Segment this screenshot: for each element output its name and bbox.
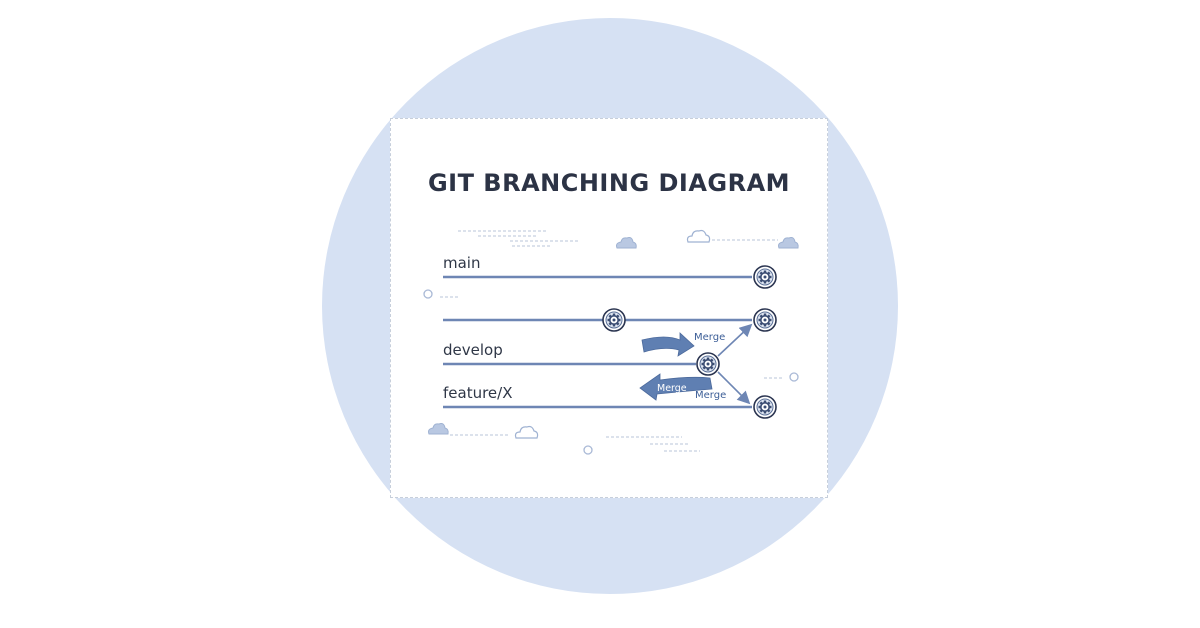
decorative-dashes (440, 230, 784, 452)
decorative-dots (423, 289, 799, 455)
cloud-icon (616, 237, 637, 249)
gear-icon (752, 394, 778, 420)
merge-label-lower: Merge (695, 390, 726, 401)
branch-label-develop: develop (443, 341, 503, 359)
cloud-icon (778, 237, 799, 249)
merge-arrow-right (641, 332, 695, 357)
gear-icon (752, 264, 778, 290)
branch-label-feature: feature/X (443, 384, 513, 402)
diagram-title: GIT BRANCHING DIAGRAM (427, 169, 791, 197)
merge-arrow-label: Merge (657, 383, 687, 394)
cloud-icon (686, 229, 711, 243)
merge-up-line (717, 323, 753, 357)
gear-icon (695, 351, 721, 377)
merge-label-upper: Merge (694, 332, 725, 343)
merge-down-line (717, 371, 751, 405)
gear-icon (752, 307, 778, 333)
cloud-icon (514, 425, 539, 439)
branch-label-main: main (443, 254, 480, 272)
merge-arrow-left (639, 373, 713, 401)
cloud-icon (428, 423, 449, 435)
gear-icon (601, 307, 627, 333)
branch-lines (443, 275, 752, 409)
merge-connectors (717, 323, 753, 405)
